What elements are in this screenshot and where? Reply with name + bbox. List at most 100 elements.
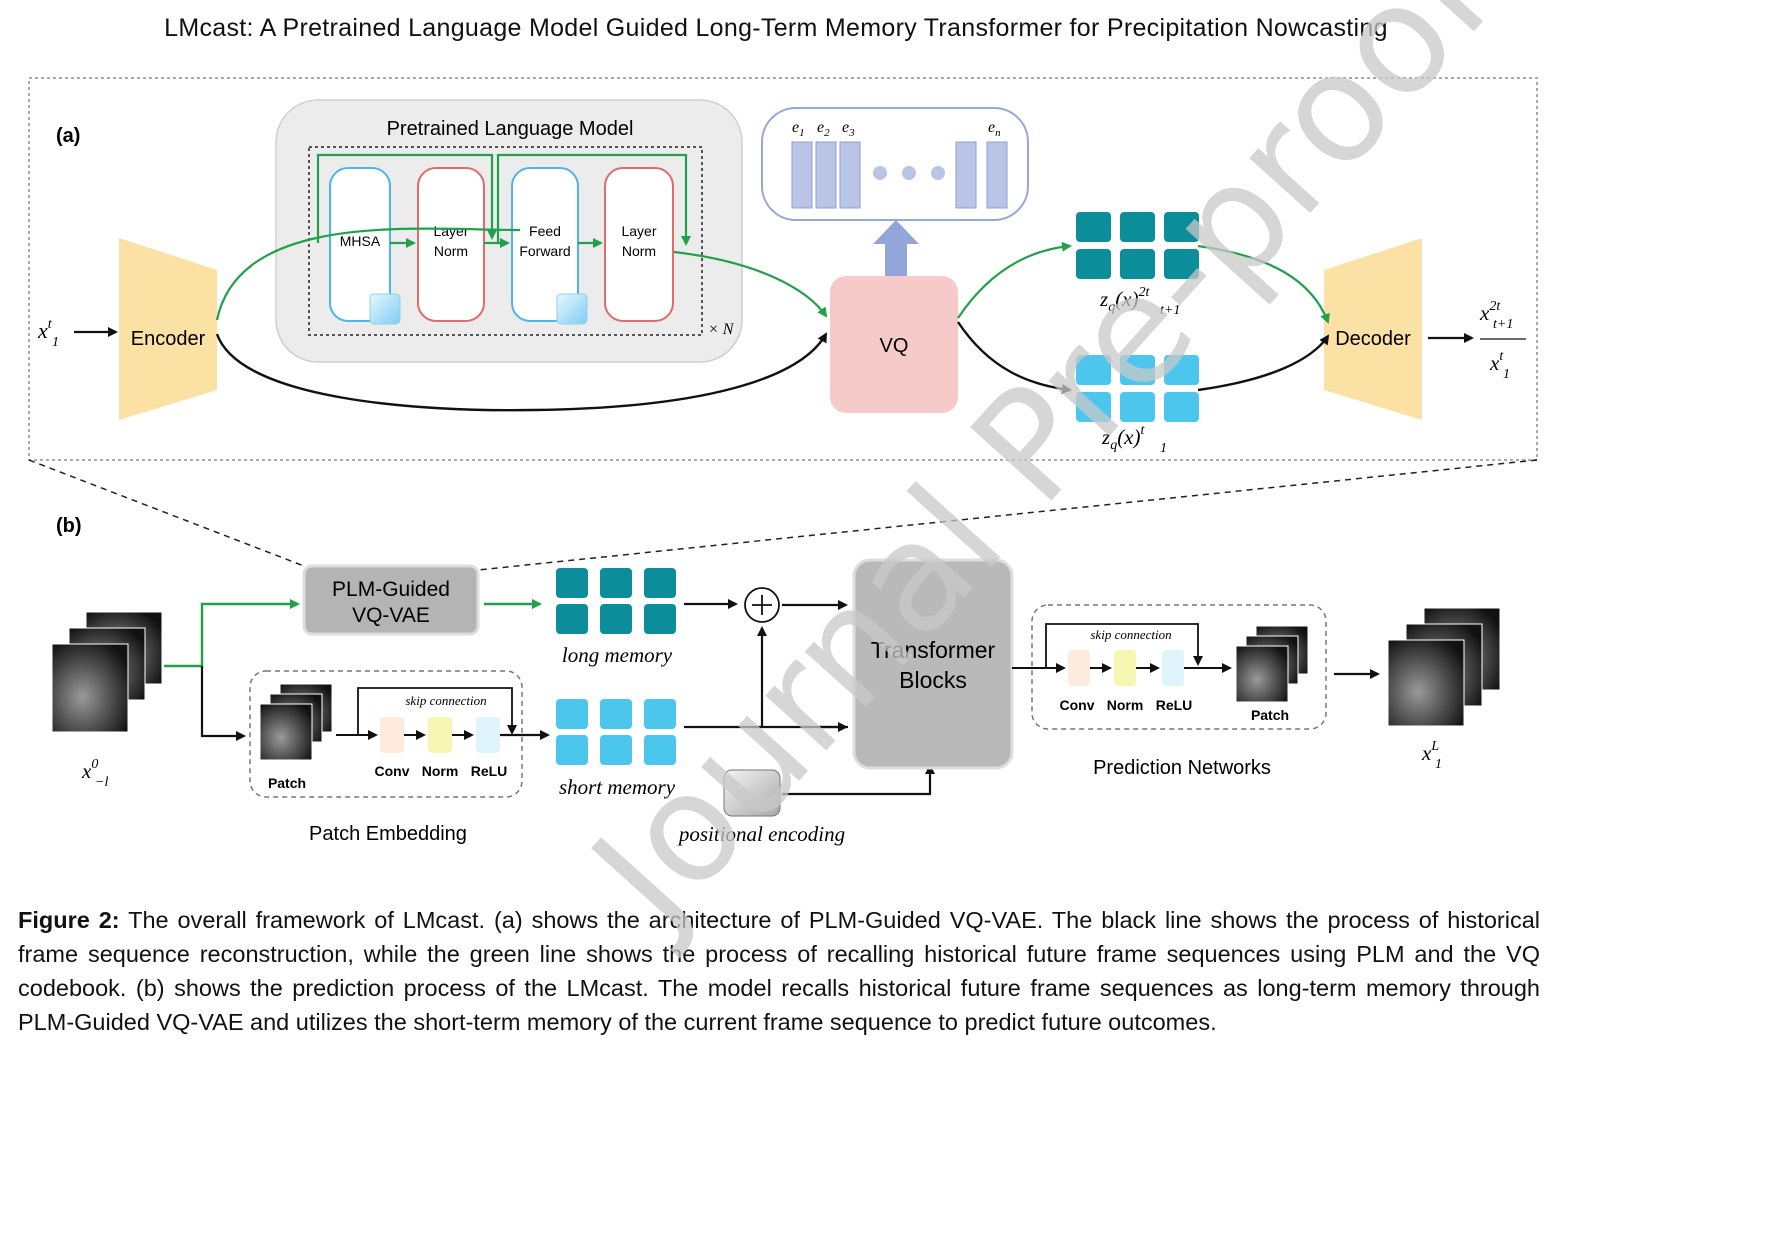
out-bottom-sup: t [1499, 349, 1504, 364]
out-bottom-sub: 1 [1503, 367, 1510, 382]
zq-bottom-x: (x) [1117, 425, 1140, 449]
svg-text:xL1: xL 1 [1421, 739, 1442, 772]
layer-norm-block-2 [604, 167, 674, 322]
zq-top-sup: 2t [1139, 285, 1151, 300]
zq-bottom-q: q [1110, 438, 1117, 453]
zq-history-tokens [1076, 355, 1199, 422]
relu-block [476, 717, 500, 753]
output-x: x [1421, 741, 1432, 765]
svg-text:e1: e1 [792, 119, 805, 139]
codebook-e3-sub: 3 [848, 127, 855, 139]
codebook-e1: e [792, 119, 799, 136]
codebook-e1-sub: 1 [799, 127, 805, 139]
zq-future-tokens [1076, 212, 1199, 279]
input-x0-sup: 0 [91, 757, 98, 772]
zq-bottom-sub: 1 [1160, 441, 1167, 456]
codebook-en-sub: n [995, 127, 1001, 139]
transformer-label: Transformer [871, 637, 996, 663]
input-x-sup: t [48, 317, 53, 332]
panel-a-label: (a) [56, 125, 80, 147]
input-x0: x [81, 759, 92, 783]
encoder-label: Encoder [131, 328, 206, 350]
patch-label: Patch [268, 775, 306, 791]
output-x-sub: 1 [1435, 757, 1442, 772]
pred-conv-block [1068, 650, 1090, 686]
frozen-cube-icon [556, 293, 588, 325]
panel-b-label: (b) [56, 515, 82, 537]
frozen-cube-icon [369, 293, 401, 325]
layer-norm-label-1b: Norm [434, 243, 468, 259]
framework-figure: (a) Pretrained Language Model × N MHSA L… [28, 77, 1538, 846]
long-memory-tokens [556, 568, 676, 634]
zq-bottom-z: z [1101, 425, 1110, 449]
codebook-e2: e [817, 119, 824, 136]
pred-norm-block [1114, 650, 1136, 686]
short-memory-label: short memory [559, 775, 676, 799]
pred-conv-label: Conv [1060, 697, 1095, 713]
paper-title: LMcast: A Pretrained Language Model Guid… [164, 14, 1388, 42]
positional-encoding-block [723, 769, 781, 817]
panel-a: (a) Pretrained Language Model × N MHSA L… [28, 77, 1538, 461]
panel-b: (b) x0−l PLM-Guided VQ-VAE long memory [51, 515, 1501, 846]
feed-forward-block [511, 167, 579, 322]
pred-relu-label: ReLU [1156, 697, 1193, 713]
svg-text:e2: e2 [817, 119, 830, 139]
svg-text:zq(x)2tt+1: zq(x)2t t+1 [1099, 285, 1180, 318]
layer-norm-label-1a: Layer [433, 223, 468, 239]
plm-guided-vqvae-block [302, 564, 480, 636]
skip-connection-label: skip connection [405, 693, 486, 708]
zq-bottom-sup: t [1141, 423, 1146, 438]
repeat-n-label: × N [708, 321, 735, 338]
norm-label: Norm [422, 763, 459, 779]
codebook-en: e [988, 119, 995, 136]
output-x-sup: L [1430, 739, 1439, 754]
decoder-label: Decoder [1335, 328, 1411, 350]
zq-top-z: z [1099, 287, 1108, 311]
output-frames [1387, 607, 1501, 727]
prediction-networks-box: skip connection Conv Norm ReLU Patch [1012, 604, 1327, 730]
long-memory-label: long memory [562, 643, 673, 667]
pred-patch-label: Patch [1251, 707, 1289, 723]
svg-text:zq(x)t1: zq(x)t1 [1101, 423, 1167, 456]
vq-block [830, 276, 958, 413]
decoder-block [1324, 238, 1422, 420]
patch-embedding-label: Patch Embedding [309, 823, 467, 845]
input-x0-sub: −l [95, 775, 108, 790]
svg-text:e3: e3 [842, 119, 855, 139]
plm-title: Pretrained Language Model [387, 118, 634, 140]
layer-norm-label-2a: Layer [621, 223, 656, 239]
vq-label: VQ [880, 335, 909, 357]
prediction-networks-label: Prediction Networks [1093, 757, 1271, 779]
svg-text:xt1: xt1 [37, 317, 59, 350]
positional-encoding-label: positional encoding [677, 822, 845, 846]
pred-skip-label: skip connection [1090, 627, 1171, 642]
feed-forward-label-b: Forward [519, 243, 570, 259]
mhsa-block [329, 167, 391, 322]
mhsa-label: MHSA [340, 233, 381, 249]
input-x: x [37, 318, 48, 343]
add-icon [744, 587, 780, 623]
figure-caption: Figure 2: The overall framework of LMcas… [18, 903, 1540, 1039]
svg-text:x0−l: x0 −l [81, 757, 108, 790]
encoder-block [119, 238, 217, 420]
zq-top-sub: t+1 [1160, 303, 1180, 318]
pred-norm-label: Norm [1107, 697, 1144, 713]
caption-label: Figure 2: [18, 907, 120, 933]
codebook-up-arrow [873, 220, 919, 276]
transformer-blocks [852, 558, 1014, 770]
out-top-x: x [1479, 301, 1490, 325]
pred-relu-block [1162, 650, 1184, 686]
svg-text:en: en [988, 119, 1001, 139]
vqvae-label: VQ-VAE [352, 604, 430, 627]
plm-guided-label: PLM-Guided [332, 578, 450, 601]
input-frames [51, 611, 163, 733]
norm-block [428, 717, 452, 753]
zq-top-x: (x) [1115, 287, 1138, 311]
codebook-e2-sub: 2 [824, 127, 830, 139]
feed-forward-label-a: Feed [529, 223, 561, 239]
layer-norm-label-2b: Norm [622, 243, 656, 259]
relu-label: ReLU [471, 763, 508, 779]
blocks-label: Blocks [899, 667, 967, 693]
zq-top-q: q [1108, 300, 1115, 315]
